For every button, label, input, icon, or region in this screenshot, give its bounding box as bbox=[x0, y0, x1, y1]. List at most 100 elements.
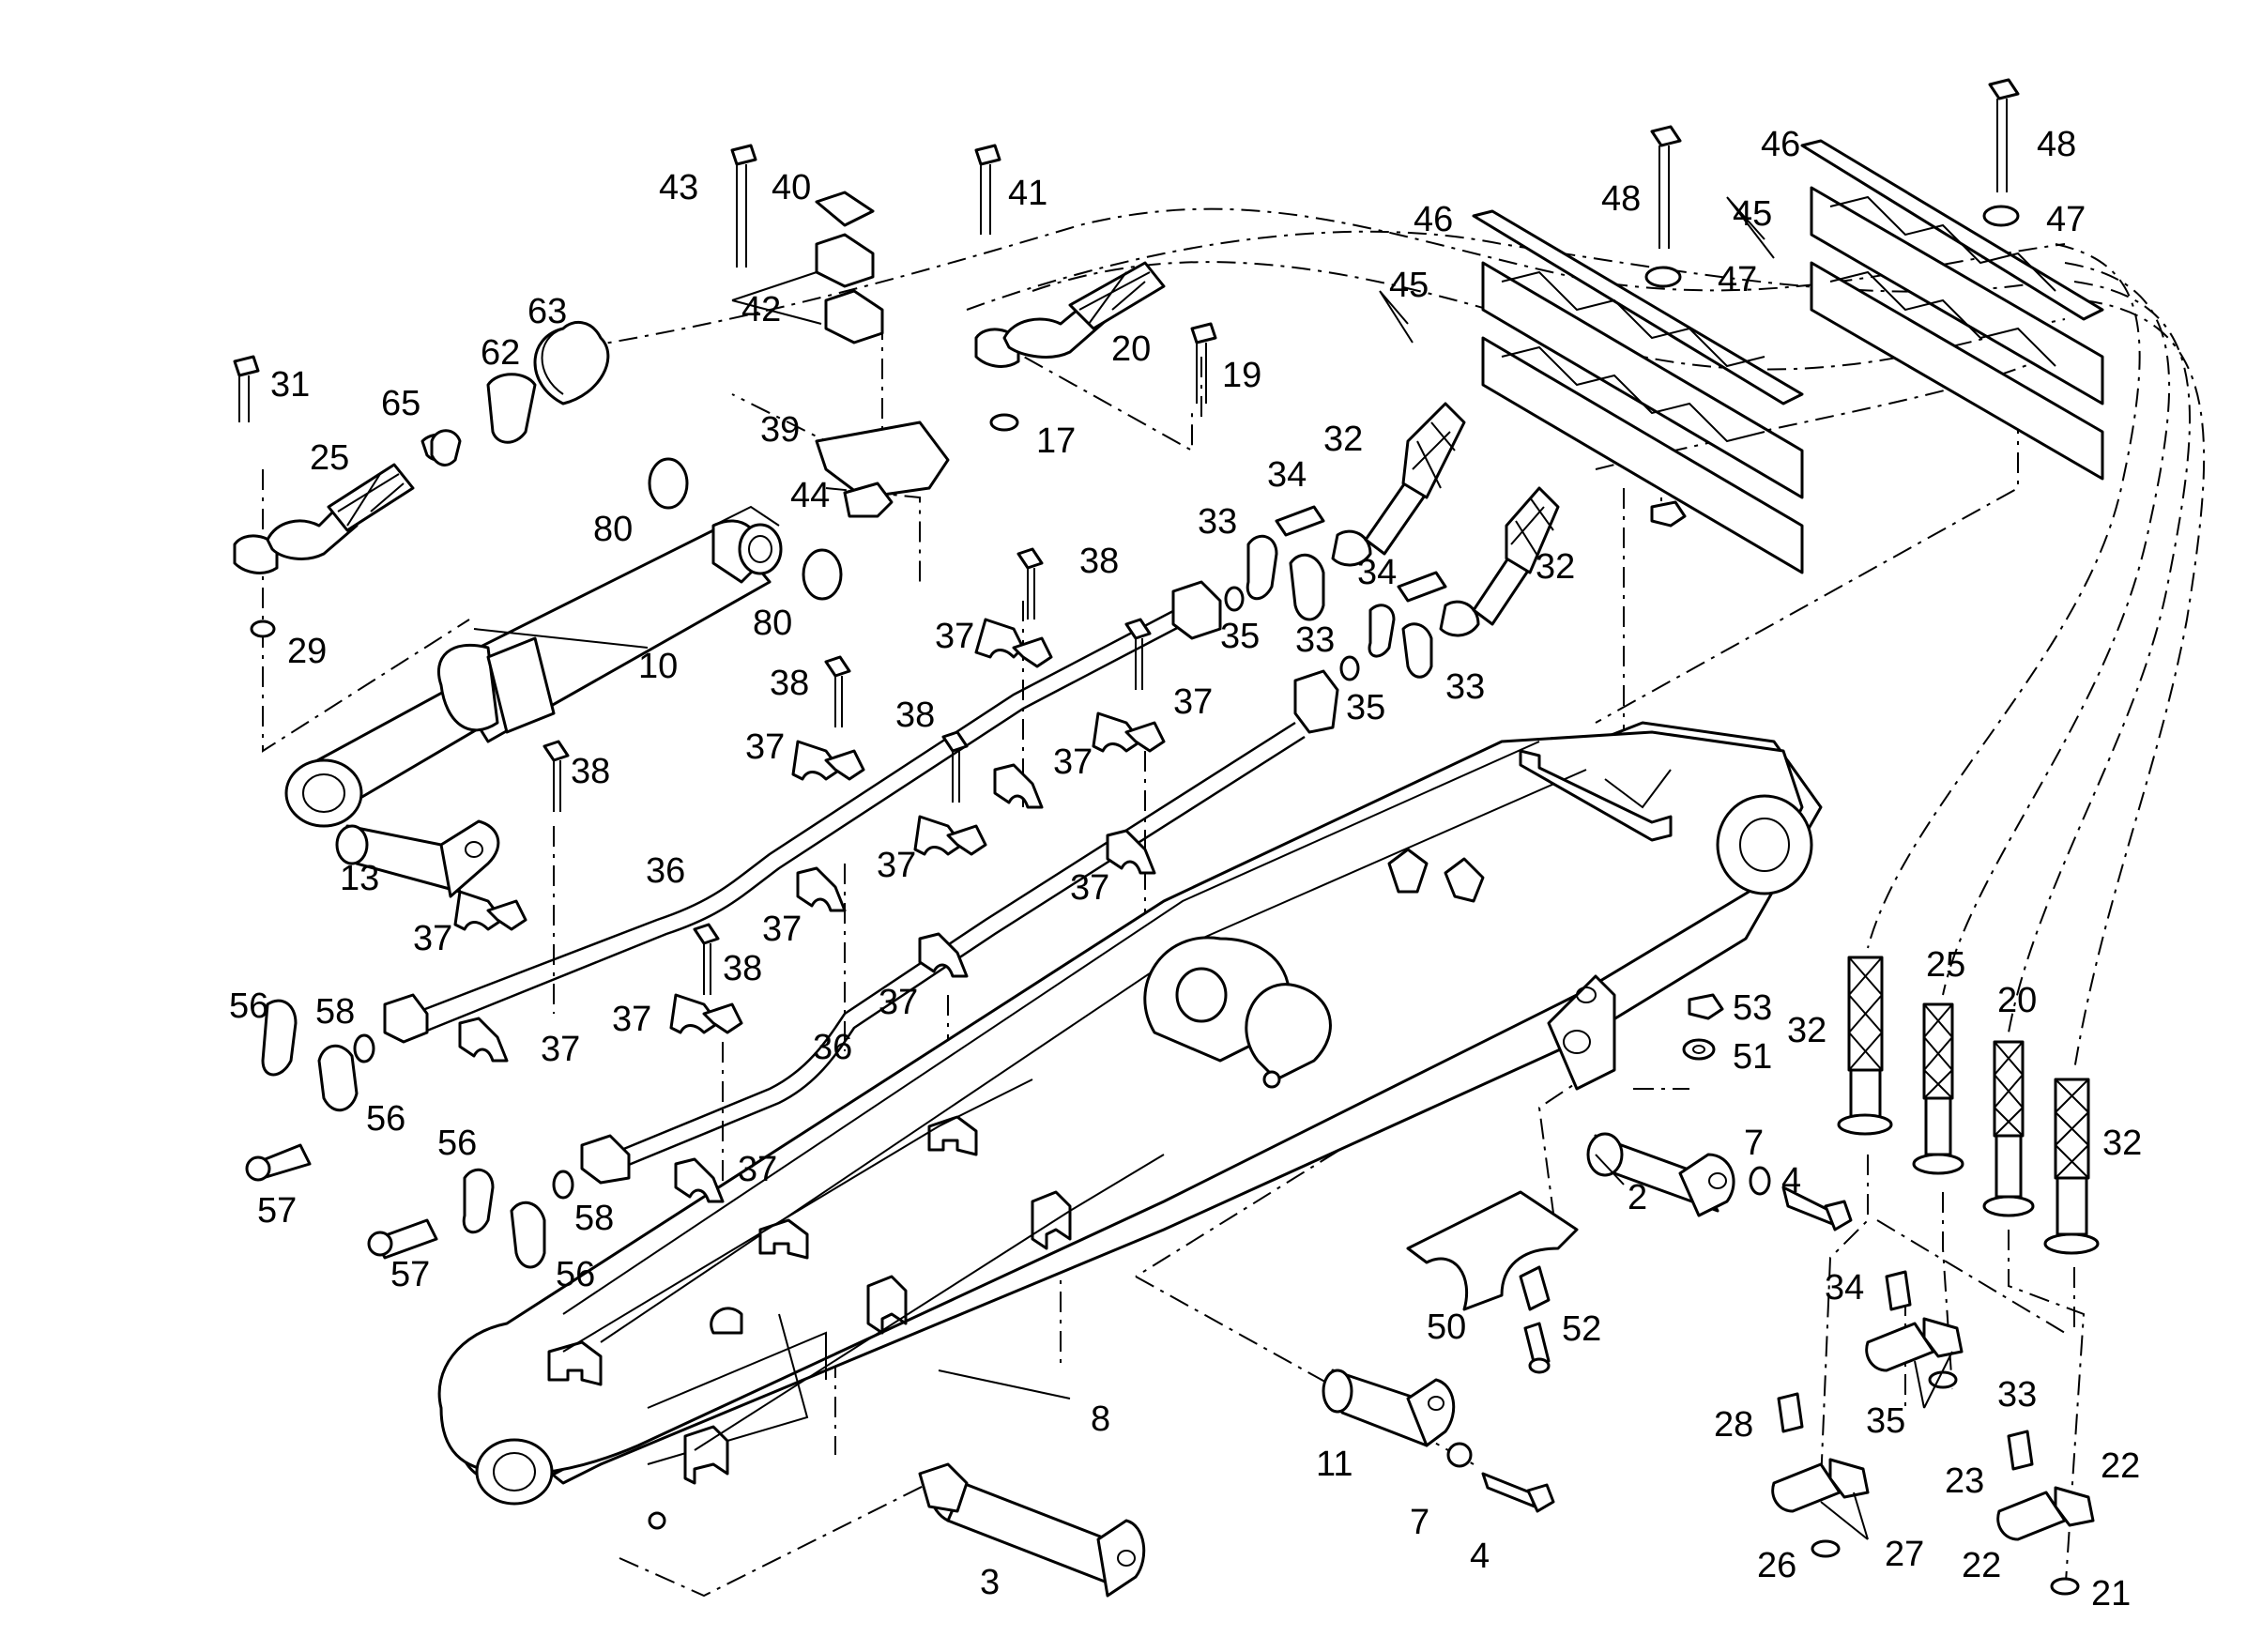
boom-top-plate bbox=[1519, 749, 1673, 842]
boom-arm bbox=[437, 721, 1823, 1530]
callout-leaders bbox=[473, 196, 1953, 1540]
callout-25-top: 25 bbox=[310, 438, 349, 478]
callout-58-a: 58 bbox=[315, 992, 355, 1032]
callout-labels: 2 3 4 4 7 7 8 10 11 13 17 19 20 20 21 22… bbox=[229, 125, 2142, 1614]
callout-32-top: 32 bbox=[1323, 420, 1363, 459]
callout-29: 29 bbox=[287, 632, 327, 671]
flange-upper-left bbox=[1171, 580, 1222, 640]
callout-35-a: 35 bbox=[1220, 617, 1260, 656]
washer-80-upper bbox=[648, 457, 689, 510]
callout-34-c: 34 bbox=[1825, 1268, 1864, 1308]
boom-foot-bore bbox=[475, 1438, 554, 1506]
tie-strap-group bbox=[233, 320, 843, 638]
flange-upper-right bbox=[1293, 669, 1339, 734]
callout-34-a: 34 bbox=[1267, 455, 1307, 495]
callout-33-d: 33 bbox=[1997, 1375, 2037, 1415]
callout-56-a: 56 bbox=[229, 987, 268, 1026]
callout-58-b: 58 bbox=[574, 1199, 614, 1238]
flange-lower-mid bbox=[580, 1134, 631, 1185]
callout-37-h: 37 bbox=[762, 910, 802, 949]
callout-31: 31 bbox=[270, 365, 310, 405]
hoses-right bbox=[1837, 956, 2100, 1255]
callout-38-e: 38 bbox=[723, 949, 762, 988]
callout-35-c: 35 bbox=[1866, 1401, 1905, 1441]
callout-33-c: 33 bbox=[1445, 667, 1485, 707]
callout-48-left: 48 bbox=[1601, 179, 1641, 219]
callout-22-lower: 22 bbox=[1962, 1546, 2001, 1585]
callout-62: 62 bbox=[481, 333, 520, 373]
callout-37-b: 37 bbox=[1173, 682, 1213, 722]
callout-7-lower: 7 bbox=[1410, 1503, 1429, 1542]
callout-37-g: 37 bbox=[413, 919, 452, 958]
callout-44: 44 bbox=[790, 476, 830, 515]
callout-13: 13 bbox=[340, 859, 379, 898]
callout-21: 21 bbox=[2091, 1574, 2131, 1614]
callout-35-b: 35 bbox=[1346, 688, 1385, 727]
callout-38-d: 38 bbox=[571, 752, 610, 791]
callout-56-c: 56 bbox=[437, 1124, 477, 1163]
callout-26: 26 bbox=[1757, 1546, 1796, 1585]
hoses-upper bbox=[233, 261, 1560, 637]
hydraulic-cylinder bbox=[284, 505, 783, 828]
callout-33-b: 33 bbox=[1295, 620, 1335, 660]
callout-38-c: 38 bbox=[895, 696, 935, 735]
callout-34-b: 34 bbox=[1357, 553, 1397, 592]
callout-41: 41 bbox=[1008, 174, 1047, 213]
callout-45-left: 45 bbox=[1389, 266, 1429, 305]
callout-33-a: 33 bbox=[1198, 502, 1237, 542]
washer-7-upper bbox=[1749, 1166, 1771, 1196]
callout-80-lower: 80 bbox=[753, 604, 792, 643]
callout-11: 11 bbox=[1316, 1445, 1353, 1484]
callout-19: 19 bbox=[1222, 356, 1261, 395]
boom-tip-bore bbox=[1716, 794, 1813, 895]
washer-80-lower bbox=[802, 548, 843, 601]
callout-37-j: 37 bbox=[541, 1030, 580, 1069]
callout-37-d: 37 bbox=[1053, 742, 1093, 782]
callout-46-left: 46 bbox=[1414, 200, 1453, 239]
callout-4-lower: 4 bbox=[1470, 1537, 1490, 1576]
callout-43: 43 bbox=[659, 168, 698, 207]
callout-51: 51 bbox=[1733, 1037, 1772, 1077]
callout-2: 2 bbox=[1628, 1178, 1647, 1217]
callout-42: 42 bbox=[741, 290, 781, 329]
callout-20-top: 20 bbox=[1111, 329, 1151, 369]
split-flanges-upper bbox=[1224, 505, 1447, 681]
callout-28: 28 bbox=[1714, 1405, 1753, 1445]
callout-38-b: 38 bbox=[770, 664, 809, 703]
callout-57-a: 57 bbox=[257, 1191, 297, 1231]
callout-40: 40 bbox=[772, 168, 811, 207]
callout-25-right: 25 bbox=[1926, 945, 1965, 985]
flange-halves-right bbox=[1771, 1270, 2095, 1596]
pin-11 bbox=[1322, 1369, 1555, 1513]
pipe-clamps bbox=[453, 547, 1166, 1203]
pin-3 bbox=[918, 1462, 1146, 1598]
washer-7-lower bbox=[1446, 1442, 1473, 1468]
hydraulic-lines bbox=[383, 580, 1339, 1185]
callout-37-f: 37 bbox=[1070, 868, 1109, 908]
callout-56-b: 56 bbox=[366, 1099, 405, 1139]
callout-57-b: 57 bbox=[390, 1255, 430, 1294]
o-ring-29 bbox=[250, 620, 276, 638]
callout-37-e: 37 bbox=[877, 846, 916, 885]
callout-37-k: 37 bbox=[612, 1000, 651, 1039]
callout-3: 3 bbox=[980, 1563, 1000, 1602]
callout-65: 65 bbox=[381, 384, 420, 423]
callout-53: 53 bbox=[1733, 988, 1772, 1028]
nut-53-washer-51 bbox=[1682, 993, 1724, 1061]
callout-63: 63 bbox=[527, 292, 567, 331]
callout-36-b: 36 bbox=[813, 1028, 852, 1067]
callout-4-upper: 4 bbox=[1781, 1161, 1801, 1201]
callout-37-l: 37 bbox=[738, 1150, 777, 1189]
callout-46-right: 46 bbox=[1761, 125, 1800, 164]
callout-48-right: 48 bbox=[2037, 125, 2076, 164]
callout-39: 39 bbox=[760, 410, 800, 450]
callout-7-upper: 7 bbox=[1744, 1124, 1764, 1163]
callout-27: 27 bbox=[1885, 1535, 1924, 1574]
clamp-bars-top-right bbox=[1472, 78, 2104, 574]
callout-37-a: 37 bbox=[935, 617, 974, 656]
callout-45-right: 45 bbox=[1733, 194, 1772, 234]
callout-32-right-right: 32 bbox=[2102, 1124, 2142, 1163]
callout-17: 17 bbox=[1036, 421, 1076, 461]
callout-52: 52 bbox=[1562, 1309, 1601, 1349]
